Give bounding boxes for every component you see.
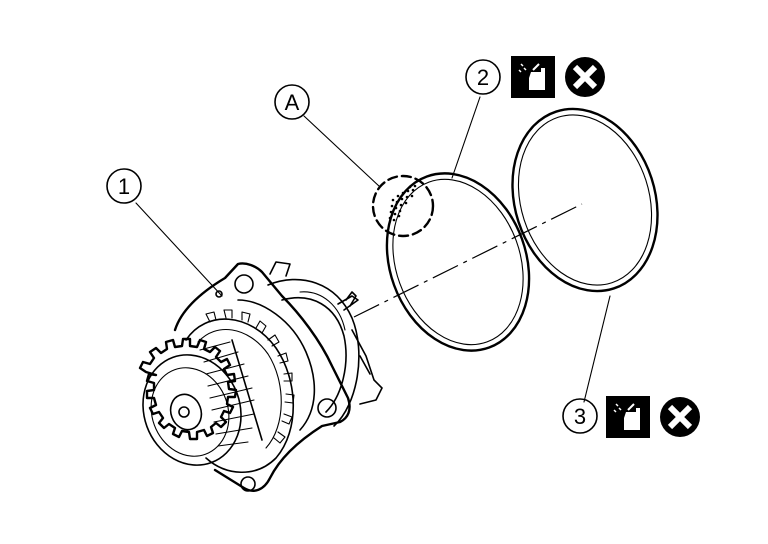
- callout-1: 1: [106, 168, 142, 204]
- leader-line-a: [303, 115, 381, 188]
- callout-3: 3: [562, 398, 598, 434]
- o-ring-outer: [511, 107, 659, 293]
- center-axis-line: [353, 203, 583, 318]
- detail-a-sealant-area: [371, 174, 435, 238]
- callout-2: 2: [465, 59, 501, 95]
- water-pump-body: [138, 261, 383, 492]
- sealant-apply-icon: [511, 56, 555, 98]
- leader-line-1: [135, 202, 223, 297]
- do-not-reuse-icon: [565, 57, 605, 97]
- sealant-apply-icon: [606, 396, 650, 438]
- do-not-reuse-icon: [660, 397, 700, 437]
- callout-a-label: A: [285, 90, 300, 115]
- callout-3-label: 3: [574, 404, 586, 429]
- callout-a: A: [274, 84, 310, 120]
- o-ring-inner: [385, 172, 531, 352]
- leader-line-2: [451, 96, 481, 179]
- sealant-dots: [388, 184, 417, 222]
- callout-1-label: 1: [118, 174, 130, 199]
- leader-line-3: [583, 295, 611, 403]
- front-sprocket: [138, 337, 242, 466]
- callout-2-label: 2: [477, 65, 489, 90]
